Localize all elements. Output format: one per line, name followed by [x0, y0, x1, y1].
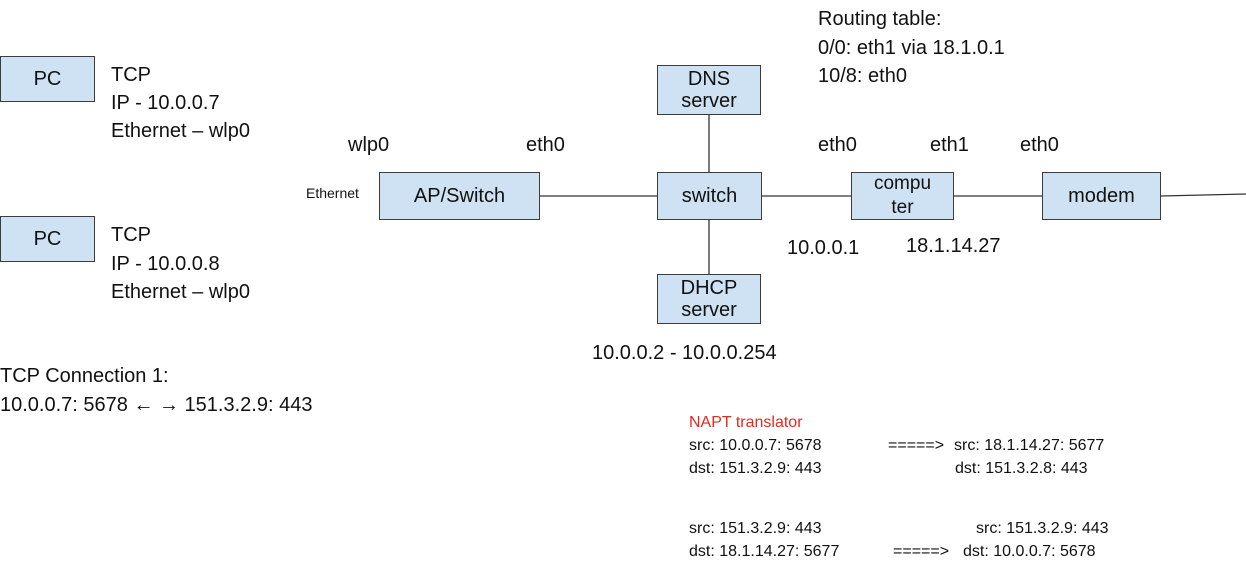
- modem-label: modem: [1068, 185, 1135, 207]
- ap-switch-label: AP/Switch: [413, 185, 506, 207]
- modem-box: modem: [1042, 172, 1161, 220]
- napt-in-dst-in: dst: 18.1.14.27: 5677: [689, 543, 840, 560]
- dhcp-range: 10.0.0.2 - 10.0.0.254: [592, 342, 777, 364]
- napt-out-dst-out: dst: 151.3.2.8: 443: [955, 460, 1088, 477]
- modem-eth0-label: eth0: [1020, 134, 1059, 156]
- pc-2-ip: IP - 10.0.0.8: [111, 253, 220, 275]
- pc-1-eth: Ethernet – wlp0: [111, 120, 250, 142]
- pc-1-label: PC: [33, 68, 62, 90]
- napt-out-src-in: src: 10.0.0.7: 5678: [689, 437, 822, 454]
- pc-2-label: PC: [33, 228, 62, 250]
- pc-1-ip: IP - 10.0.0.7: [111, 92, 220, 114]
- routing-table-row-1: 0/0: eth1 via 18.1.0.1: [818, 37, 1005, 59]
- napt-in-src-in: src: 151.3.2.9: 443: [689, 520, 822, 537]
- pc-2-eth: Ethernet – wlp0: [111, 281, 250, 303]
- dhcp-server-label: DHCP server: [680, 277, 738, 321]
- ap-eth0-label: eth0: [526, 134, 565, 156]
- computer-label: computer: [873, 173, 932, 218]
- napt-out-dst-in: dst: 151.3.2.9: 443: [689, 460, 822, 477]
- napt-in-src-out: src: 151.3.2.9: 443: [976, 520, 1109, 537]
- computer-eth0-label: eth0: [818, 134, 857, 156]
- computer-box: computer: [851, 172, 954, 220]
- routing-table-title: Routing table:: [818, 8, 942, 30]
- dhcp-server-box: DHCP server: [657, 274, 761, 324]
- pc-2-proto: TCP: [111, 224, 151, 246]
- wlp0-label: wlp0: [348, 134, 390, 156]
- napt-out-arrow: =====>: [888, 437, 945, 454]
- pc-1-proto: TCP: [111, 64, 151, 86]
- computer-wan-ip: 18.1.14.27: [906, 235, 1001, 257]
- routing-table-row-2: 10/8: eth0: [818, 65, 907, 87]
- dns-server-box: DNS server: [657, 65, 761, 115]
- computer-eth1-label: eth1: [930, 134, 969, 156]
- switch-label: switch: [681, 185, 738, 207]
- napt-out-src-out: src: 18.1.14.27: 5677: [954, 437, 1105, 454]
- ap-switch-box: AP/Switch: [379, 172, 540, 220]
- pc-2-box: PC: [0, 216, 95, 262]
- napt-title: NAPT translator: [689, 414, 803, 431]
- tcp-connection-title: TCP Connection 1:: [0, 365, 169, 387]
- napt-in-arrow: =====>: [893, 543, 950, 560]
- link-modem-internet: [1160, 193, 1246, 197]
- switch-box: switch: [657, 172, 762, 220]
- dns-server-label: DNS server: [681, 68, 737, 112]
- computer-lan-ip: 10.0.0.1: [787, 237, 860, 259]
- pc-1-box: PC: [0, 56, 95, 102]
- napt-in-dst-out: dst: 10.0.0.7: 5678: [963, 543, 1096, 560]
- ethernet-label: Ethernet: [306, 185, 359, 201]
- tcp-connection-detail: 10.0.0.7: 5678 ← → 151.3.2.9: 443: [0, 394, 313, 416]
